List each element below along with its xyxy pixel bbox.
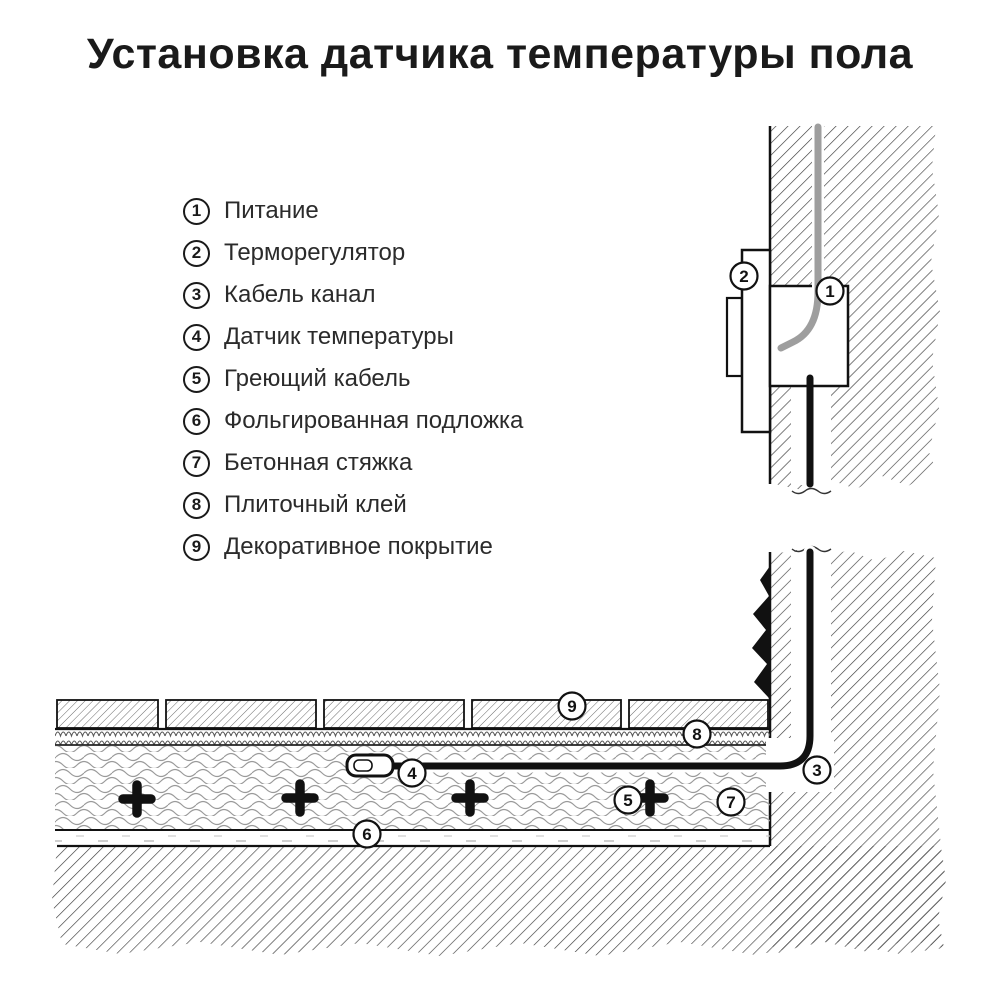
callout-decorative-cover: 9: [557, 691, 587, 721]
legend-item-label: Кабель канал: [224, 281, 376, 308]
legend-item-label: Декоративное покрытие: [224, 533, 493, 560]
legend-number-badge: 2: [183, 239, 210, 267]
legend-item-decorative-cover: 9 Декоративное покрытие: [183, 526, 523, 568]
legend-item-thermostat: 2 Терморегулятор: [183, 232, 523, 274]
callout-circle: [682, 719, 712, 749]
callout-circle: [729, 261, 759, 291]
callout-number: 2: [739, 267, 748, 286]
page-title: Установка датчика температуры пола: [86, 30, 914, 78]
callout-concrete-screed: 7: [716, 787, 746, 817]
legend-number-badge: 6: [183, 407, 210, 435]
wall-section: [768, 126, 946, 953]
callout-number: 9: [567, 697, 576, 716]
tile-adhesive-layer: [55, 729, 770, 745]
callout-circle: [352, 819, 382, 849]
callout-number: 1: [825, 282, 834, 301]
callout-power: 1: [815, 276, 845, 306]
legend-item-label: Фольгированная подложка: [224, 407, 524, 434]
legend-item-label: Терморегулятор: [224, 239, 406, 266]
callout-number: 8: [692, 725, 701, 744]
legend-item-power: 1 Питание: [183, 190, 523, 232]
callout-number: 7: [726, 793, 735, 812]
legend-item-cable-channel: 3 Кабель канал: [183, 274, 523, 316]
callout-circle: [557, 691, 587, 721]
callout-heating-cable: 5: [613, 785, 643, 815]
heating-cable-cross: [281, 779, 319, 817]
callout-cable-channel: 3: [802, 755, 832, 785]
callout-number: 6: [362, 825, 371, 844]
callout-number: 3: [812, 761, 821, 780]
callout-circle: [397, 758, 427, 788]
callout-tile-adhesive: 8: [682, 719, 712, 749]
diagram-callouts: 1 2 3 4 5 6 7: [352, 261, 845, 849]
sensor-inner: [353, 759, 373, 772]
legend-item-label: Бетонная стяжка: [224, 449, 413, 476]
callout-number: 5: [623, 791, 632, 810]
callout-foil-underlay: 6: [352, 819, 382, 849]
legend-item-temp-sensor: 4 Датчик температуры: [183, 316, 523, 358]
tile-layer: [55, 699, 770, 731]
wall-floor-junction: [752, 566, 770, 700]
temperature-sensor: [345, 753, 395, 778]
legend-item-label: Датчик температуры: [224, 323, 454, 350]
legend-number-badge: 4: [183, 323, 210, 351]
tile: [471, 699, 622, 729]
legend-number-badge: 5: [183, 365, 210, 393]
callout-circle: [716, 787, 746, 817]
legend-item-label: Плиточный клей: [224, 491, 407, 518]
legend-number-badge: 8: [183, 491, 210, 519]
callout-circle: [613, 785, 643, 815]
legend-item-label: Греющий кабель: [224, 365, 411, 392]
tile: [323, 699, 465, 729]
callout-thermostat: 2: [729, 261, 759, 291]
heating-cable-cross: [451, 779, 489, 817]
callout-temp-sensor: 4: [397, 758, 427, 788]
tile: [56, 699, 159, 729]
legend-number-badge: 9: [183, 533, 210, 561]
callout-circle: [802, 755, 832, 785]
legend-number-badge: 1: [183, 197, 210, 225]
foil-underlay-layer: [55, 830, 770, 846]
legend-number-badge: 3: [183, 281, 210, 309]
legend-item-tile-adhesive: 8 Плиточный клей: [183, 484, 523, 526]
legend-item-foil-underlay: 6 Фольгированная подложка: [183, 400, 523, 442]
callout-circle: [815, 276, 845, 306]
legend-number-badge: 7: [183, 449, 210, 477]
callout-number: 4: [407, 764, 417, 783]
sensor-cable: [384, 374, 817, 773]
legend-item-heating-cable: 5 Греющий кабель: [183, 358, 523, 400]
sensor-cable-lower: [387, 548, 814, 770]
heating-cable-cross: [118, 780, 156, 818]
channel-break-mark: [791, 487, 832, 495]
legend-item-screed: 7 Бетонная стяжка: [183, 442, 523, 484]
legend-item-label: Питание: [224, 197, 319, 224]
legend: 1 Питание 2 Терморегулятор 3 Кабель кана…: [183, 190, 523, 568]
tile: [165, 699, 317, 729]
floor-base: [52, 846, 946, 956]
thermostat-side-plate: [725, 296, 744, 378]
